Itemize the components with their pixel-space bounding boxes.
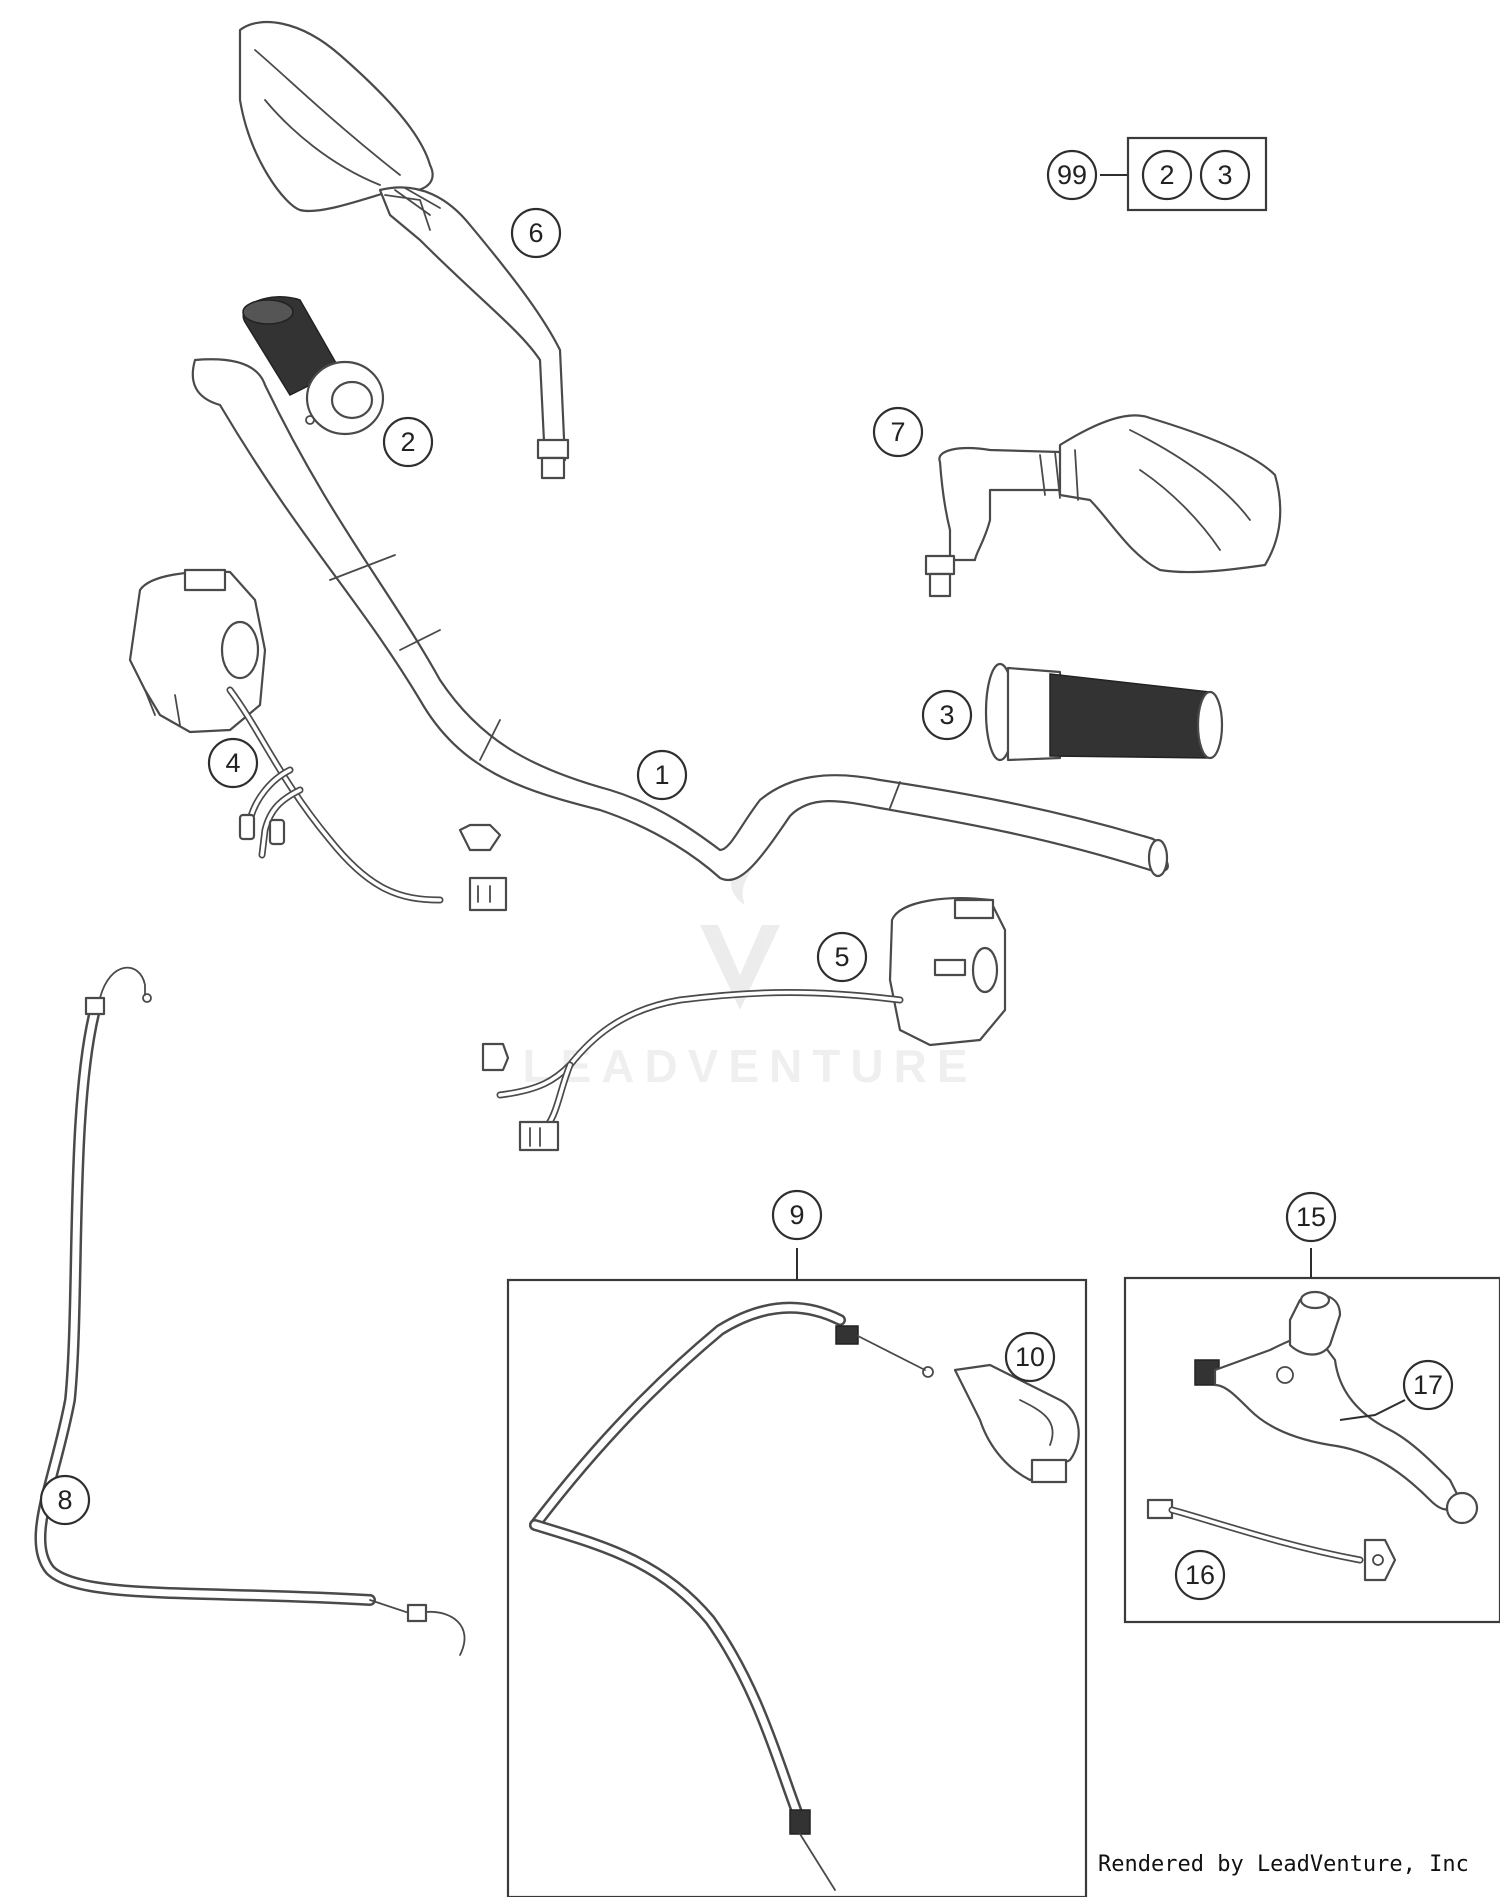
svg-text:10: 10 xyxy=(1015,1342,1045,1372)
callout-6: 6 xyxy=(510,207,562,259)
left-grip xyxy=(242,296,385,436)
svg-text:1: 1 xyxy=(654,760,669,790)
svg-text:2: 2 xyxy=(400,427,415,457)
clutch-lever xyxy=(1194,1290,1479,1525)
callout-3: 3 xyxy=(921,689,973,741)
callout-10: 10 xyxy=(1004,1331,1056,1383)
leader-lines xyxy=(796,174,1406,1421)
kit-item-2: 2 xyxy=(1141,149,1193,201)
svg-text:2: 2 xyxy=(1159,160,1174,190)
handlebar xyxy=(191,358,1169,881)
svg-text:16: 16 xyxy=(1185,1560,1215,1590)
callout-2: 2 xyxy=(382,416,434,468)
callout-16: 16 xyxy=(1174,1549,1226,1601)
part-15-frame xyxy=(1123,1276,1500,1624)
callout-17: 17 xyxy=(1402,1359,1454,1411)
cable-8 xyxy=(34,966,466,1656)
svg-text:5: 5 xyxy=(834,942,849,972)
svg-text:17: 17 xyxy=(1413,1370,1443,1400)
callout-7: 7 xyxy=(872,406,924,458)
svg-text:8: 8 xyxy=(57,1485,72,1515)
svg-text:3: 3 xyxy=(939,700,954,730)
svg-text:7: 7 xyxy=(890,417,905,447)
part-10-cover xyxy=(953,1363,1080,1484)
svg-text:9: 9 xyxy=(789,1200,804,1230)
right-mirror xyxy=(924,414,1282,598)
callout-4: 4 xyxy=(207,737,259,789)
callout-5: 5 xyxy=(816,931,868,983)
callout-1: 1 xyxy=(636,749,688,801)
svg-text:3: 3 xyxy=(1217,160,1232,190)
svg-text:6: 6 xyxy=(528,218,543,248)
svg-text:15: 15 xyxy=(1296,1202,1326,1232)
left-switch xyxy=(128,568,508,912)
callout-15: 15 xyxy=(1285,1191,1337,1243)
right-grip xyxy=(984,662,1224,762)
callout-9: 9 xyxy=(771,1189,823,1241)
kit-item-3: 3 xyxy=(1199,149,1251,201)
cable-9 xyxy=(529,1301,934,1891)
svg-text:99: 99 xyxy=(1057,160,1087,190)
right-switch xyxy=(481,897,1007,1152)
svg-text:4: 4 xyxy=(225,748,240,778)
watermark-text: LEADVENTURE xyxy=(522,1040,977,1092)
watermark: LEADVENTURE xyxy=(522,840,977,1092)
left-mirror xyxy=(238,20,570,480)
render-credit: Rendered by LeadVenture, Inc xyxy=(1098,1852,1469,1877)
lever-switch-16 xyxy=(1146,1498,1397,1582)
kit-99-box xyxy=(1126,136,1268,212)
callout-99: 99 xyxy=(1046,149,1098,201)
callout-8: 8 xyxy=(39,1474,91,1526)
